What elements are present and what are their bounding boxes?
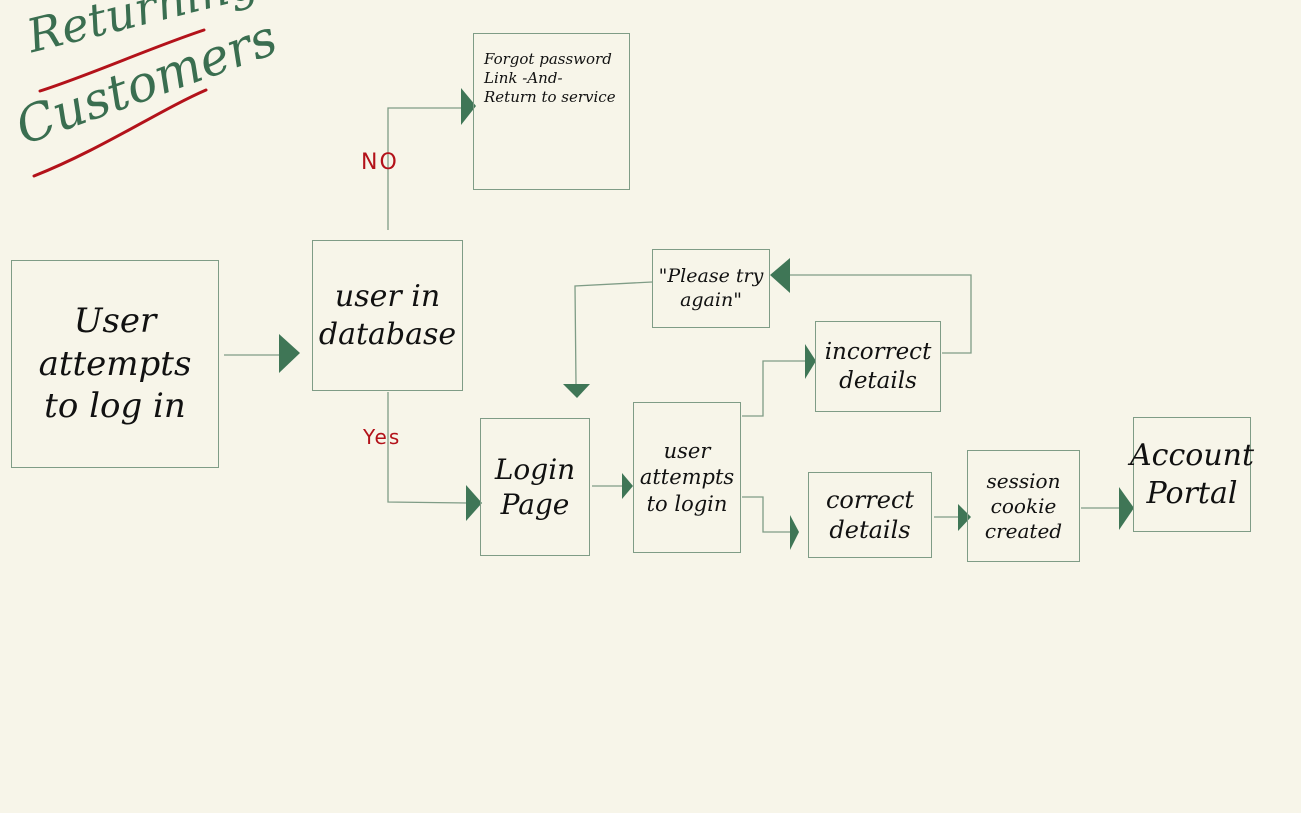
diagram-title: Returning Customers bbox=[8, 0, 284, 198]
title-underline-2 bbox=[32, 88, 208, 178]
edge-attempt-correct bbox=[742, 496, 792, 533]
node-forgot: Forgot password Link -And- Return to ser… bbox=[473, 33, 630, 190]
node-portal-text: Account Portal bbox=[1129, 438, 1255, 511]
arrowhead-login-from-please bbox=[563, 384, 590, 398]
node-correct-text: correct details bbox=[825, 486, 915, 544]
edge-label-no: NO bbox=[361, 150, 399, 175]
arrowhead-please bbox=[770, 258, 790, 293]
node-login-page: Login Page bbox=[480, 418, 590, 556]
arrowhead-correct bbox=[790, 515, 799, 550]
arrowhead-portal bbox=[1119, 487, 1134, 530]
arrowhead-db bbox=[279, 334, 300, 373]
node-forgot-text: Forgot password Link -And- Return to ser… bbox=[484, 50, 616, 106]
arrowhead-login bbox=[466, 485, 482, 521]
node-attempt-login-text: user attempts to login bbox=[639, 439, 735, 516]
arrowhead-forgot bbox=[461, 88, 476, 125]
node-attempt-login: user attempts to login bbox=[633, 402, 741, 553]
node-start-text: User attempts to log in bbox=[38, 301, 192, 427]
node-start: User attempts to log in bbox=[11, 260, 219, 468]
node-db-check-text: user in database bbox=[318, 279, 457, 352]
node-incorrect: incorrect details bbox=[815, 321, 941, 412]
node-session: session cookie created bbox=[967, 450, 1080, 562]
edge-incorrect-please bbox=[788, 274, 972, 354]
arrowhead-incorrect bbox=[805, 344, 816, 379]
edge-attempt-incorrect bbox=[742, 360, 806, 417]
node-please-try: "Please try again" bbox=[652, 249, 770, 328]
node-portal: Account Portal bbox=[1129, 417, 1255, 532]
edge-please-login bbox=[574, 281, 653, 385]
node-db-check: user in database bbox=[312, 240, 463, 391]
edge-label-yes: Yes bbox=[363, 425, 402, 449]
arrowhead-attempt bbox=[622, 473, 633, 499]
node-session-text: session cookie created bbox=[984, 468, 1063, 543]
node-login-page-text: Login Page bbox=[494, 453, 576, 521]
arrowhead-session bbox=[958, 504, 971, 531]
edge-db-login bbox=[387, 392, 469, 504]
node-incorrect-text: incorrect details bbox=[824, 338, 932, 394]
node-correct: correct details bbox=[808, 472, 932, 558]
title-underline-1 bbox=[38, 28, 206, 93]
edge-db-forgot bbox=[387, 107, 464, 230]
node-please-try-text: "Please try again" bbox=[658, 264, 764, 311]
